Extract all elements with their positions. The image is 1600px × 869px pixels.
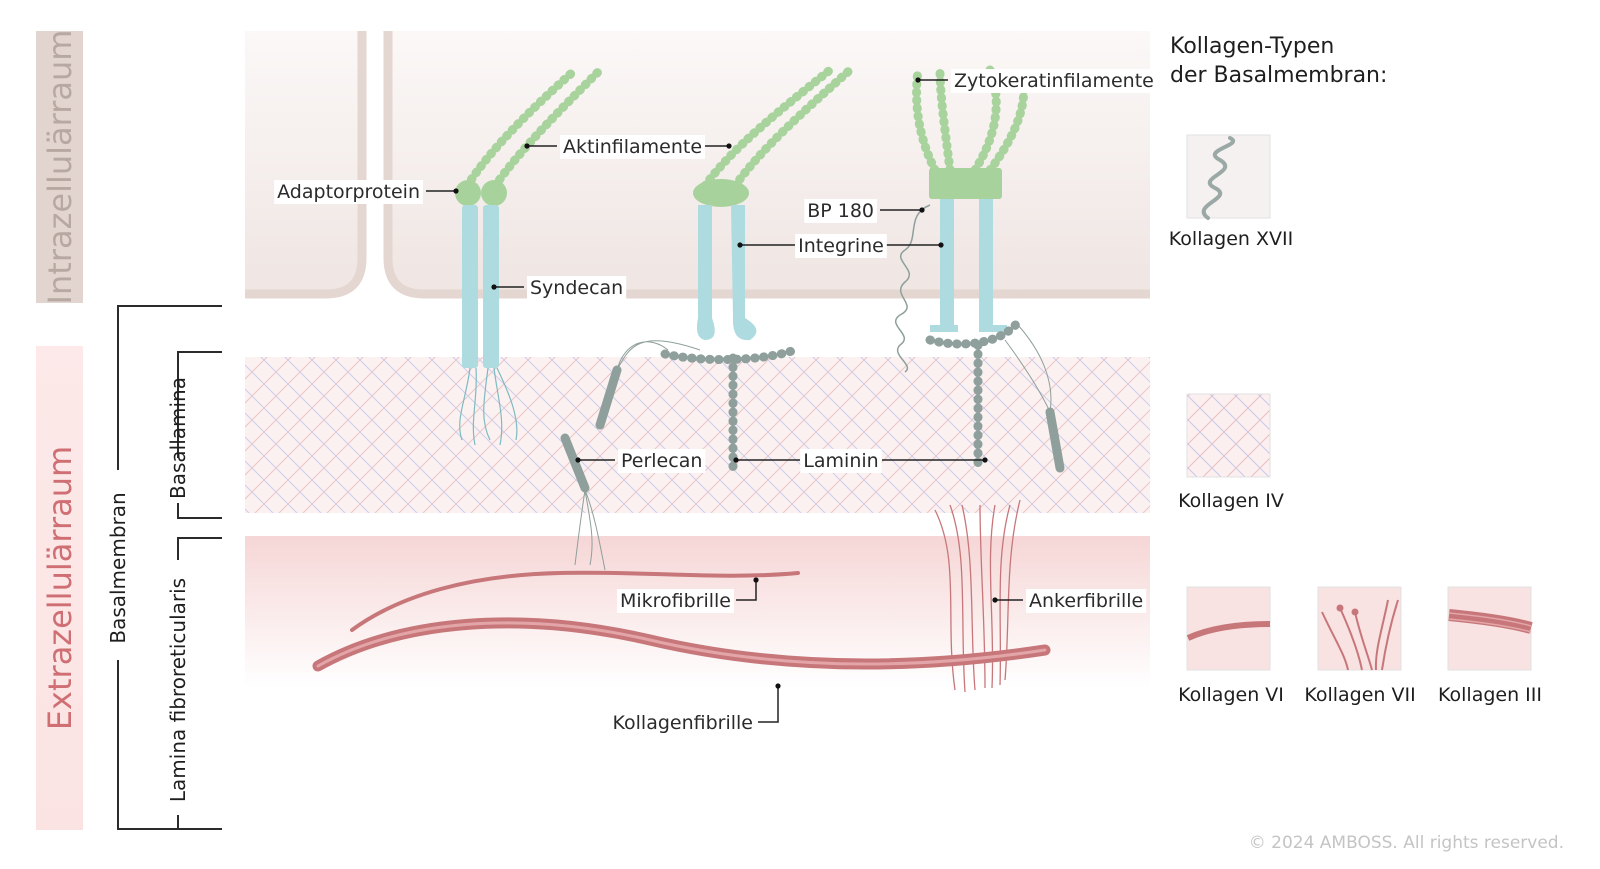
- label-backdrop: [527, 276, 627, 300]
- integrin-middle: [696, 205, 757, 341]
- copyright-notice: © 2024 AMBOSS. All rights reserved.: [1248, 833, 1564, 853]
- adaptor-protein-right: [481, 180, 507, 206]
- label-backdrop: [951, 69, 1157, 93]
- laminin-right: [925, 317, 1023, 475]
- label-laminin: Laminin: [803, 450, 878, 472]
- syndecan: [459, 205, 518, 446]
- leader-lines: [426, 79, 1023, 723]
- label-backdrop: [609, 711, 756, 735]
- legend-label-kollagen-xvii: Kollagen XVII: [1169, 228, 1293, 250]
- label-backdrop: [618, 449, 706, 473]
- label-backdrop: [800, 449, 882, 473]
- integrin-adaptor: [693, 179, 749, 207]
- label-adaptorprotein: Adaptorprotein: [277, 181, 420, 203]
- legend-swatch-kollagen-iv: [1186, 393, 1271, 478]
- integrin-right: [930, 199, 1007, 332]
- label-perlecan: Perlecan: [621, 450, 702, 472]
- label-mikrofibrille: Mikrofibrille: [620, 590, 731, 612]
- legend-label-kollagen-iv: Kollagen IV: [1178, 490, 1284, 512]
- legend-label-kollagen-iii: Kollagen III: [1438, 684, 1542, 706]
- label-syndecan: Syndecan: [530, 277, 623, 299]
- label-zytokeratinfilamente: Zytokeratinfilamente: [954, 70, 1154, 92]
- lamina-fibroreticularis-label: Lamina fibroreticularis: [166, 578, 190, 802]
- label-bp180: BP 180: [807, 200, 874, 222]
- hemidesmosome-plaque: [929, 168, 1002, 199]
- basal-lamina-label: Basallamina: [166, 377, 190, 499]
- label-ankerfibrille: Ankerfibrille: [1029, 590, 1143, 612]
- adaptor-protein-left: [455, 180, 481, 206]
- extracellular-bar: [36, 346, 83, 830]
- label-backdrop: [274, 180, 423, 204]
- legend-swatch-kollagen-xvii: [1186, 134, 1271, 220]
- intracellular-label: Intrazellulärraum: [41, 30, 79, 305]
- laminin-middle: [660, 345, 800, 480]
- legend-swatch-kollagen-vii: [1317, 586, 1402, 671]
- legend-title-line1: Kollagen-Typen: [1170, 34, 1334, 59]
- collagen-fibril: [312, 617, 1051, 672]
- label-backdrop: [560, 135, 706, 159]
- perlecan: [560, 365, 1065, 493]
- legend-label-kollagen-vii: Kollagen VII: [1304, 684, 1415, 706]
- basement-membrane-bracket: [117, 305, 222, 830]
- leader-dots: [453, 77, 998, 689]
- actin-filaments: [462, 65, 855, 191]
- label-backdrop: [1026, 589, 1147, 613]
- extracellular-label: Extrazellulärraum: [41, 446, 79, 730]
- perlecan-strands: [574, 324, 1052, 571]
- basement-membrane-label: Basalmembran: [106, 492, 130, 643]
- bp180-strand: [894, 204, 931, 373]
- label-integrine: Integrine: [798, 235, 884, 257]
- label-backdrop: [616, 589, 734, 613]
- label-backdrop: [804, 199, 877, 223]
- microfibril: [350, 570, 800, 632]
- label-kollagenfibrille: Kollagenfibrille: [613, 712, 754, 734]
- legend-swatch-kollagen-iii: [1447, 586, 1533, 671]
- label-aktinfilamente: Aktinfilamente: [563, 136, 702, 158]
- legend-title-line2: der Basalmembran:: [1170, 63, 1387, 88]
- intracellular-bar: [36, 31, 83, 303]
- basal-lamina-region: [245, 357, 1150, 513]
- legend-label-kollagen-vi: Kollagen VI: [1178, 684, 1284, 706]
- legend-swatch-kollagen-vi: [1186, 586, 1271, 671]
- label-backdrop: [795, 234, 887, 258]
